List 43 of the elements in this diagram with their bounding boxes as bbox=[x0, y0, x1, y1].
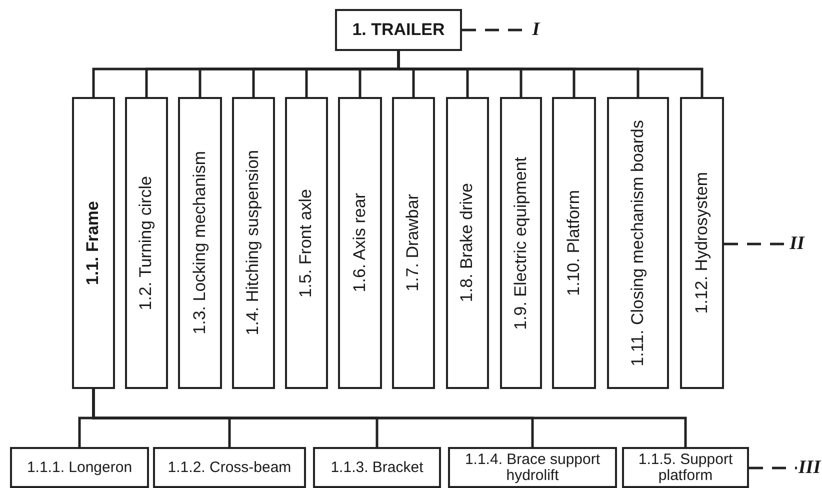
component-label: 1.5. Front axle bbox=[297, 188, 316, 298]
leader-line bbox=[724, 242, 784, 246]
component-box bbox=[552, 97, 596, 389]
component-box bbox=[72, 97, 115, 389]
component-label: 1.12. Hydrosystem bbox=[692, 172, 712, 314]
component-box bbox=[448, 447, 617, 488]
component-label: 1.11. Closing mechanism boards bbox=[628, 120, 648, 366]
connector-line bbox=[92, 389, 687, 447]
component-box bbox=[446, 97, 489, 389]
level-label: III bbox=[798, 457, 821, 479]
component-box bbox=[232, 97, 275, 389]
component-box bbox=[125, 97, 168, 389]
component-box bbox=[178, 97, 222, 389]
component-box bbox=[607, 97, 669, 389]
component-label: 1.1.1. Longeron bbox=[26, 460, 132, 476]
component-label: 1.7. Drawbar bbox=[404, 194, 423, 292]
component-label: 1.2. Turning circle bbox=[137, 176, 156, 310]
component-box bbox=[500, 97, 542, 389]
component-label: 1.9. Electric equipment bbox=[512, 156, 530, 330]
component-label: 1.1.3. Bracket bbox=[330, 460, 424, 476]
component-box bbox=[285, 97, 328, 389]
component-label: 1.10. Platform bbox=[564, 190, 584, 296]
component-label: 1.1.2. Cross-beam bbox=[168, 460, 292, 476]
component-box bbox=[338, 97, 382, 389]
leader-line bbox=[749, 466, 797, 470]
component-box bbox=[313, 447, 441, 488]
component-label: 1.1. Frame bbox=[84, 200, 103, 286]
component-box bbox=[335, 9, 462, 51]
component-box bbox=[392, 97, 435, 389]
component-box bbox=[680, 97, 724, 389]
component-box bbox=[153, 447, 306, 488]
component-label: 1.3. Locking mechanism bbox=[190, 151, 210, 335]
component-label: 1.6. Axis rear bbox=[350, 193, 370, 293]
level-label: II bbox=[790, 233, 804, 255]
component-label: 1.1.4. Brace support hydrolift bbox=[464, 452, 602, 484]
component-label: 1.1.5. Support platform bbox=[637, 452, 734, 484]
component-label: 1.4. Hitching suspension bbox=[244, 150, 263, 336]
component-box bbox=[622, 447, 749, 488]
component-label: 1.8. Brake drive bbox=[458, 183, 477, 303]
component-box bbox=[10, 447, 149, 488]
level-label: I bbox=[532, 19, 540, 41]
connector-line bbox=[397, 51, 704, 97]
component-label: 1. TRAILER bbox=[352, 21, 445, 39]
